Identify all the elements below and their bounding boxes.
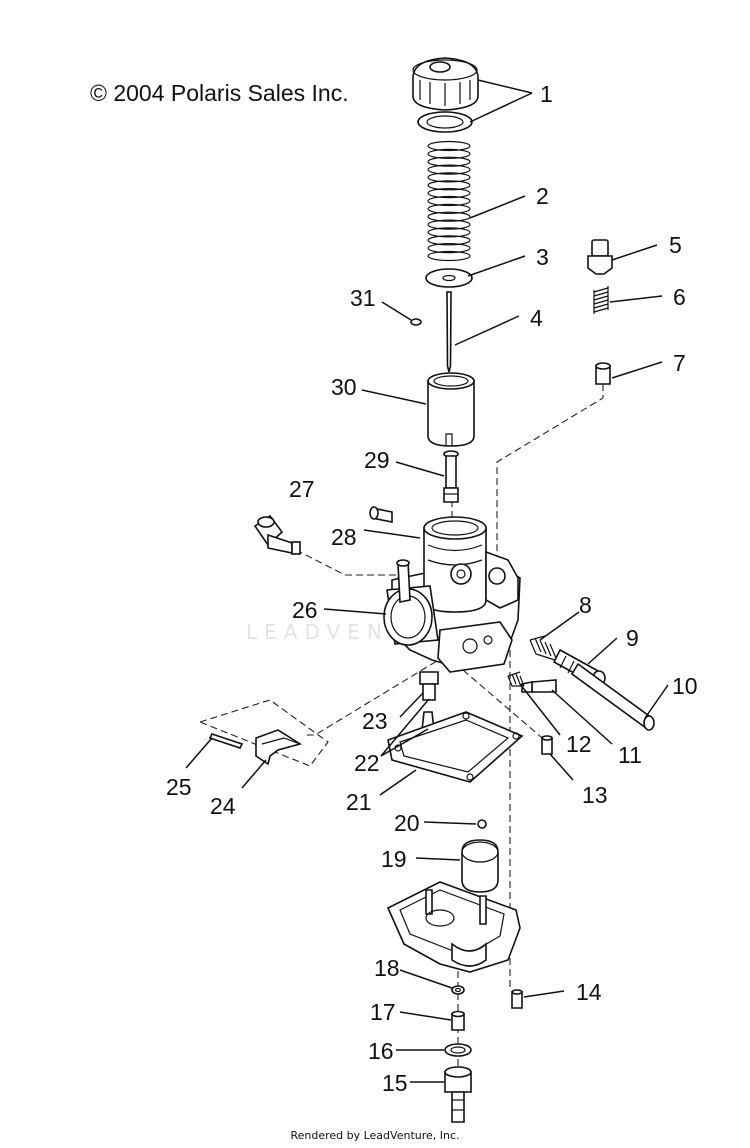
carburetor-body [383,516,521,673]
callout-10: 10 [672,673,698,699]
part-28-screw [369,506,393,523]
leader-lines [185,79,669,1083]
part-16-washer [444,1043,472,1057]
spring-coil [427,164,471,175]
spring-coil [427,172,471,183]
copyright-notice: © 2004 Polaris Sales Inc. [90,80,349,106]
part-17-fitting [451,1010,465,1031]
callout-6: 6 [673,284,686,310]
part-3-spring-seat [425,268,473,288]
spring-coil [427,227,471,238]
callout-3: 3 [536,244,549,270]
part-14-bolt [511,989,523,1009]
callout-28: 28 [331,524,357,550]
part-15-drain-fitting [444,1066,472,1123]
spring-coil [427,180,471,191]
part-12-spring [507,671,525,687]
callout-8: 8 [579,592,592,618]
callout-5: 5 [669,232,682,258]
callout-17: 17 [370,999,396,1025]
callout-14: 14 [576,979,602,1005]
part-8-spring [529,635,557,661]
callout-27: 27 [289,476,315,502]
spring-coil [427,195,471,207]
spring-coil [427,211,471,222]
callout-19: 19 [381,846,407,872]
callout-7: 7 [673,350,686,376]
spring-coil [427,243,471,254]
callout-12: 12 [566,731,592,757]
callout-11: 11 [618,742,642,768]
callout-30: 30 [331,374,357,400]
part-7-adjuster-plug [595,362,611,385]
spring-coil [427,156,471,167]
part-31-clip [410,318,422,326]
callout-20: 20 [394,810,420,836]
callout-labels: 1 2 3 4 5 6 7 8 9 10 11 12 13 14 15 16 1… [166,81,698,1096]
callout-25: 25 [166,774,192,800]
part-29-needle-jet [443,450,459,503]
part-18-o-ring [451,985,465,995]
part-2-spring [427,140,471,262]
part-23-main-jet [419,671,439,701]
callout-13: 13 [582,782,608,808]
part-1-cap [412,57,479,133]
part-30-throttle-slide [427,372,475,447]
part-5-adjuster-screw [587,239,613,275]
spring-coil [427,140,471,152]
callout-23: 23 [362,708,388,734]
part-27-cable-adjuster [253,514,301,555]
spring-coil [427,188,471,199]
part-4-jet-needle [446,291,452,373]
callout-16: 16 [368,1038,394,1064]
callout-22: 22 [354,750,380,776]
callout-24: 24 [210,793,236,819]
part-20-small-jet [477,819,487,829]
part-19-float [461,839,499,893]
spring-coil [427,250,471,262]
callout-21: 21 [346,789,372,815]
callout-18: 18 [374,955,400,981]
float-bowl [386,881,521,973]
callout-9: 9 [626,625,639,651]
spring-coil [427,203,471,214]
part-11-pilot-screw [521,679,557,693]
part-24-float-arm [255,729,302,766]
callout-1: 1 [540,81,553,107]
spring-coil [427,148,471,159]
callout-31: 31 [350,285,376,311]
callout-4: 4 [530,305,543,331]
part-13-screw [541,735,553,755]
callout-29: 29 [364,447,390,473]
callout-2: 2 [536,183,549,209]
callout-15: 15 [382,1070,408,1096]
callout-26: 26 [292,597,318,623]
part-10-rod [570,662,655,731]
spring-coil [427,235,471,246]
part-6-adjuster-spring [593,286,609,314]
rendered-by-footer: Rendered by LeadVenture, Inc. [290,1129,460,1142]
part-21-gasket [387,711,524,783]
spring-coil [427,219,471,230]
